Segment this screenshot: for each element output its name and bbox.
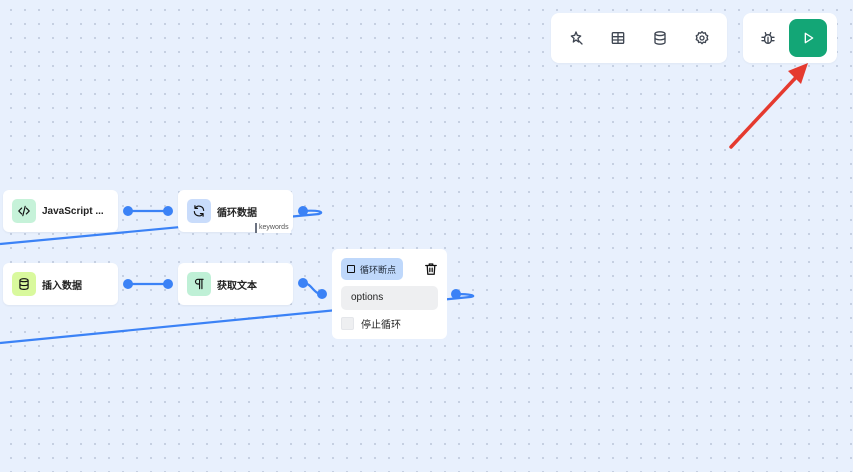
play-icon <box>804 32 814 44</box>
trash-icon[interactable] <box>424 262 438 276</box>
run-toolbar <box>743 13 837 63</box>
stop-loop-checkbox[interactable] <box>341 317 354 330</box>
node-insert-data[interactable]: 插入数据 <box>3 263 118 305</box>
node-label: 插入数据 <box>42 280 82 292</box>
node-icon-bg <box>187 272 211 296</box>
stop-loop-label: 停止循环 <box>361 320 401 331</box>
node-label: 获取文本 <box>217 280 257 292</box>
annotation-arrow-line <box>729 70 803 149</box>
loop-breakpoint-input-handle[interactable] <box>317 289 327 299</box>
options-field[interactable]: options <box>341 286 438 310</box>
gear-icon <box>695 31 709 45</box>
stop-square-icon <box>347 265 355 273</box>
debug-button[interactable] <box>747 17 789 59</box>
run-button[interactable] <box>789 19 827 57</box>
database-button[interactable] <box>639 17 681 59</box>
node-label: JavaScript ... <box>42 205 104 217</box>
database-icon <box>654 31 666 45</box>
code-icon <box>18 205 30 217</box>
node-icon-bg <box>12 272 36 296</box>
node-javascript-output-handle[interactable] <box>123 206 133 216</box>
node-javascript[interactable]: JavaScript ... <box>3 190 118 232</box>
node-get-text-output-handle[interactable] <box>298 278 308 288</box>
node-get-text[interactable]: 获取文本 <box>178 263 293 305</box>
keywords-tag: keywords <box>255 223 291 233</box>
loop-breakpoint-chip: 循环断点 <box>341 258 404 280</box>
bug-icon <box>761 31 775 44</box>
node-label: 循环数据 <box>217 207 257 219</box>
node-loop-data[interactable]: 循环数据 <box>178 190 293 232</box>
top-toolbar <box>551 13 727 63</box>
stop-loop-row[interactable]: 停止循环 <box>341 316 438 331</box>
settings-button[interactable] <box>681 17 723 59</box>
node-loop-data-output-handle[interactable] <box>298 206 308 216</box>
loop-breakpoint-node[interactable]: 循环断点 options 停止循环 <box>332 249 447 339</box>
node-icon-bg <box>12 199 36 223</box>
node-insert-data-output-handle[interactable] <box>123 279 133 289</box>
annotation-arrow-head <box>788 63 808 84</box>
node-icon-bg <box>187 199 211 223</box>
loop-icon <box>193 205 205 217</box>
loop-breakpoint-output-handle[interactable] <box>451 289 461 299</box>
node-get-text-input-handle[interactable] <box>163 279 173 289</box>
loop-breakpoint-title: 循环断点 <box>360 264 397 275</box>
database-icon <box>19 278 29 290</box>
node-loop-data-input-handle[interactable] <box>163 206 173 216</box>
table-icon <box>611 32 625 44</box>
paragraph-icon <box>194 278 204 290</box>
magic-wand-icon <box>570 31 583 45</box>
table-button[interactable] <box>597 17 639 59</box>
magic-wand-button[interactable] <box>555 17 597 59</box>
